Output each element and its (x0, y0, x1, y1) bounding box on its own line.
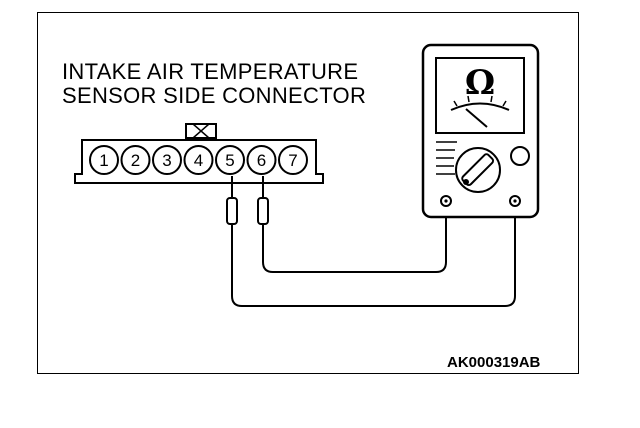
meter-scale (450, 102, 510, 111)
figure-code: AK000319AB (447, 354, 541, 371)
connector-pin-1 (89, 145, 119, 175)
connector-pin-label: 5 (225, 151, 234, 170)
connector-pin-label: 2 (131, 151, 140, 170)
ohmmeter: Ω (421, 43, 540, 219)
connector-pin-5 (215, 145, 245, 175)
connector-pin-label: 7 (288, 151, 297, 170)
ohm-icon: Ω (465, 63, 495, 103)
connector-pin-label: 1 (99, 151, 108, 170)
wire-pin5-to-meter (231, 205, 516, 307)
connector-pin-label: 6 (257, 151, 266, 170)
meter-display (435, 57, 525, 134)
probe-left (226, 176, 238, 225)
title-line-1: INTAKE AIR TEMPERATURE (62, 59, 359, 84)
connector-pin-3 (152, 145, 182, 175)
connector-pin-6 (246, 145, 277, 175)
meter-needle (465, 108, 488, 128)
connector: 1 2 3 4 5 6 7 (74, 123, 324, 184)
connector-pin-label: 4 (194, 151, 203, 170)
adjust-knob (510, 146, 530, 166)
wire-pin6-to-meter (262, 205, 447, 273)
connector-pin-7 (278, 145, 308, 175)
connector-title: INTAKE AIR TEMPERATURE SENSOR SIDE CONNE… (62, 60, 366, 108)
connector-pin-4 (183, 145, 214, 175)
figure-frame (37, 12, 579, 374)
connector-pin-2 (120, 145, 151, 175)
connector-pin-label: 3 (162, 151, 171, 170)
title-line-2: SENSOR SIDE CONNECTOR (62, 83, 367, 108)
